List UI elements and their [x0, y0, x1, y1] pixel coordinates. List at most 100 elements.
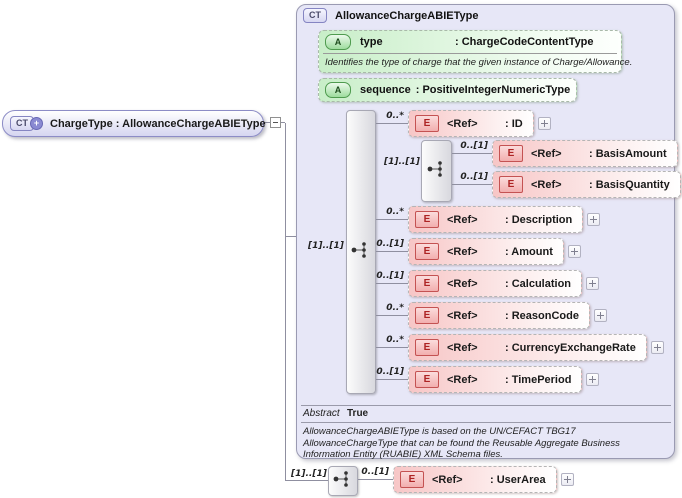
- divider: [301, 422, 671, 423]
- element-name: : UserArea: [490, 473, 546, 486]
- element-row: E <Ref> : Amount: [408, 238, 581, 265]
- expand-icon[interactable]: [567, 245, 581, 258]
- connector-line: [358, 479, 393, 480]
- element-ref-tag: <Ref>: [447, 117, 478, 130]
- element-ref-tag: <Ref>: [447, 277, 478, 290]
- element-name: : TimePeriod: [505, 373, 572, 386]
- element-node-amount[interactable]: E <Ref> : Amount: [408, 238, 564, 265]
- divider: [323, 53, 617, 54]
- connector-line: [376, 251, 408, 252]
- connector-line: [376, 315, 408, 316]
- element-ref-tag: <Ref>: [531, 178, 562, 191]
- attribute-doc: Identifies the type of charge that the g…: [325, 57, 633, 68]
- expand-icon[interactable]: [537, 117, 551, 130]
- element-node-calculation[interactable]: E<Ref>: Calculation: [408, 270, 583, 297]
- element-ref-tag: <Ref>: [447, 245, 478, 258]
- cardinality-label: 0..[1]: [376, 367, 404, 377]
- element-row: E<Ref>: CurrencyExchangeRate: [408, 334, 664, 361]
- sequence-compositor-icon: [332, 469, 354, 494]
- element-row: E <Ref> : ReasonCode: [408, 302, 607, 329]
- cardinality-label: 0..[1]: [376, 239, 404, 249]
- element-icon: E: [415, 211, 439, 228]
- cardinality-label: [1]..[1]: [384, 157, 420, 167]
- element-node-basisquantity[interactable]: E <Ref> : BasisQuantity: [492, 171, 681, 198]
- plus-circle-icon: +: [30, 117, 43, 130]
- attribute-type: : ChargeCodeContentType: [455, 36, 594, 48]
- element-row: E<Ref>: ID: [408, 110, 551, 137]
- expand-icon[interactable]: [650, 341, 664, 354]
- element-name: : Description: [505, 213, 573, 226]
- sequence-compositor-icon: [350, 240, 372, 265]
- sequence-compositor-icon: [426, 159, 448, 184]
- cardinality-label: 0..*: [386, 111, 404, 121]
- attribute-name: sequence: [360, 84, 411, 96]
- expand-icon[interactable]: [587, 213, 601, 226]
- complex-type-title: AllowanceChargeABIEType: [335, 9, 479, 22]
- element-node-timeperiod[interactable]: E <Ref> : TimePeriod: [408, 366, 583, 393]
- element-icon: E: [499, 145, 523, 162]
- connector-line: [376, 123, 408, 124]
- cardinality-label: [1]..[1]: [291, 469, 327, 479]
- element-name: : BasisQuantity: [589, 178, 670, 191]
- element-row: E<Ref>: Calculation: [408, 270, 600, 297]
- cardinality-label: 0..[1]: [460, 172, 488, 182]
- connector-line: [376, 379, 408, 380]
- element-row: E<Ref>: BasisAmount: [492, 140, 682, 167]
- complex-type-icon: CT: [303, 8, 327, 23]
- attribute-name: type: [360, 36, 383, 48]
- element-node-userarea[interactable]: E <Ref> : UserArea: [393, 466, 557, 493]
- element-node-description[interactable]: E <Ref> : Description: [408, 206, 584, 233]
- cardinality-label: 0..*: [386, 207, 404, 217]
- attribute-type: : PositiveIntegerNumericType: [415, 84, 571, 96]
- element-node-currencyexchangerate[interactable]: E<Ref>: CurrencyExchangeRate: [408, 334, 647, 361]
- cardinality-label: 0..[1]: [460, 141, 488, 151]
- divider: [301, 405, 671, 406]
- user-area-compositor[interactable]: [328, 466, 358, 496]
- root-node-chargetype[interactable]: CT + ChargeType : AllowanceChargeABIETyp…: [2, 110, 266, 137]
- connector-line: [285, 480, 328, 481]
- connector-line: [452, 184, 492, 185]
- element-ref-tag: <Ref>: [432, 473, 463, 486]
- cardinality-label: [1]..[1]: [308, 241, 344, 251]
- connector-line: [281, 122, 285, 123]
- element-ref-tag: <Ref>: [447, 309, 478, 322]
- element-node-basisamount[interactable]: E<Ref>: BasisAmount: [492, 140, 678, 167]
- complex-type-header: CT AllowanceChargeABIEType: [303, 8, 478, 23]
- connector-line: [376, 347, 408, 348]
- abstract-label: Abstract: [303, 408, 340, 419]
- attribute-node-sequence[interactable]: A sequence : PositiveIntegerNumericType: [318, 78, 577, 102]
- root-node-label: ChargeType : AllowanceChargeABIEType: [50, 117, 266, 130]
- sequence-compositor-bar[interactable]: [346, 110, 376, 394]
- connector-line: [285, 123, 286, 480]
- basis-group-compositor[interactable]: [421, 140, 452, 202]
- element-name: : Amount: [505, 245, 553, 258]
- expand-icon[interactable]: [593, 309, 607, 322]
- element-icon: E: [415, 243, 439, 260]
- element-ref-tag: <Ref>: [447, 213, 478, 226]
- attribute-node-type[interactable]: A type : ChargeCodeContentType Identifie…: [318, 30, 633, 73]
- attribute-icon: A: [325, 82, 351, 98]
- connector-line: [452, 153, 492, 154]
- element-ref-tag: <Ref>: [447, 373, 478, 386]
- expand-icon[interactable]: [586, 277, 600, 290]
- element-name: : Calculation: [505, 277, 572, 290]
- element-row: E <Ref> : BasisQuantity: [492, 171, 682, 198]
- expand-icon[interactable]: [586, 373, 600, 386]
- abstract-value: True: [347, 408, 369, 419]
- attribute-icon: A: [325, 34, 351, 50]
- connector-line: [376, 219, 408, 220]
- expand-icon[interactable]: [560, 473, 574, 486]
- element-node-reasoncode[interactable]: E <Ref> : ReasonCode: [408, 302, 590, 329]
- cardinality-label: 0..*: [386, 335, 404, 345]
- element-name: : ReasonCode: [505, 309, 579, 322]
- element-node-id[interactable]: E<Ref>: ID: [408, 110, 534, 137]
- element-icon: E: [415, 371, 439, 388]
- element-icon: E: [400, 471, 424, 488]
- element-icon: E: [499, 176, 523, 193]
- collapse-icon[interactable]: [270, 117, 281, 128]
- connector-line: [376, 283, 408, 284]
- connector-line: [264, 122, 270, 123]
- element-icon: E: [415, 307, 439, 324]
- element-name: : CurrencyExchangeRate: [505, 341, 636, 354]
- cardinality-label: 0..*: [386, 303, 404, 313]
